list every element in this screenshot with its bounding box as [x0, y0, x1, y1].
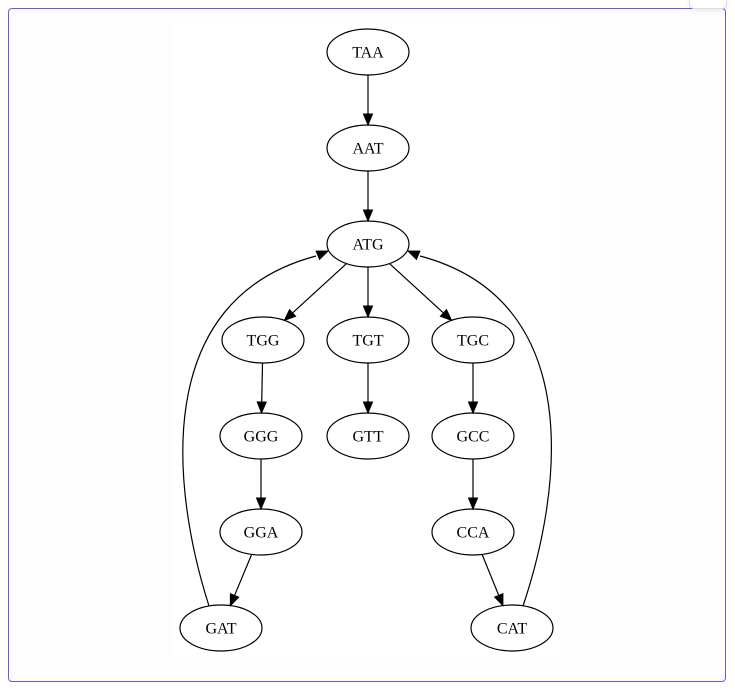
- node-label: GTT: [352, 429, 383, 446]
- edge-line: [481, 554, 500, 596]
- node-ellipse: [326, 124, 410, 172]
- node-ggg[interactable]: GGG: [219, 412, 303, 460]
- node-cat[interactable]: CAT: [470, 604, 554, 652]
- edge-cca-to-cat: [481, 554, 504, 607]
- arrowhead-icon: [362, 209, 374, 223]
- arrowhead-icon: [362, 113, 374, 127]
- edge-tgt-to-gtt: [362, 363, 374, 415]
- edge-atg-to-tgg: [283, 263, 347, 322]
- arrowhead-icon: [255, 497, 267, 511]
- arrowhead-icon: [283, 308, 297, 322]
- node-label: TGT: [352, 333, 383, 350]
- edge-line: [292, 263, 347, 314]
- node-taa[interactable]: TAA: [326, 28, 410, 76]
- edge-line: [419, 255, 553, 607]
- node-label: TGG: [247, 333, 280, 350]
- arrowhead-icon: [467, 497, 479, 511]
- arrowhead-icon: [362, 305, 374, 319]
- node-ellipse: [470, 604, 554, 652]
- edge-line: [261, 362, 264, 403]
- arrowhead-icon: [406, 250, 421, 261]
- node-cca[interactable]: CCA: [431, 508, 515, 556]
- arrowhead-icon: [439, 308, 453, 322]
- node-label: GCC: [457, 429, 490, 446]
- edge-line: [234, 554, 253, 596]
- edge-ggg-to-gga: [255, 459, 267, 511]
- node-ellipse: [431, 412, 515, 460]
- edge-atg-to-tgt: [362, 267, 374, 319]
- node-gat[interactable]: GAT: [179, 604, 263, 652]
- edge-aat-to-atg: [362, 171, 374, 223]
- edge-tgc-to-gcc: [467, 363, 479, 415]
- node-label: ATG: [352, 237, 384, 254]
- edge-line: [389, 263, 444, 314]
- node-label: CAT: [497, 621, 527, 638]
- node-ellipse: [326, 412, 410, 460]
- edge-tgg-to-ggg: [256, 362, 267, 415]
- node-ellipse: [326, 28, 410, 76]
- edge-cat-to-atg: [406, 250, 553, 607]
- edge-line: [182, 255, 317, 607]
- node-ellipse: [326, 316, 410, 364]
- arrowhead-icon: [256, 401, 267, 415]
- node-label: TAA: [352, 45, 384, 62]
- node-atg[interactable]: ATG: [326, 220, 410, 268]
- node-gga[interactable]: GGA: [219, 508, 303, 556]
- node-label: TGC: [457, 333, 489, 350]
- edge-gga-to-gat: [229, 554, 253, 607]
- node-gtt[interactable]: GTT: [326, 412, 410, 460]
- edge-gat-to-atg: [182, 250, 330, 607]
- node-ellipse: [326, 220, 410, 268]
- node-ellipse: [219, 412, 303, 460]
- edge-atg-to-tgc: [389, 263, 453, 322]
- arrowhead-icon: [467, 401, 479, 415]
- arrowhead-icon: [315, 250, 330, 261]
- graph-canvas: [173, 25, 561, 657]
- arrowhead-icon: [229, 592, 240, 607]
- node-label: GGA: [244, 525, 279, 542]
- edge-taa-to-aat: [362, 75, 374, 127]
- node-tgt[interactable]: TGT: [326, 316, 410, 364]
- node-gcc[interactable]: GCC: [431, 412, 515, 460]
- node-ellipse: [221, 316, 305, 364]
- node-ellipse: [219, 508, 303, 556]
- arrowhead-icon: [493, 592, 504, 607]
- node-tgg[interactable]: TGG: [221, 316, 305, 364]
- node-aat[interactable]: AAT: [326, 124, 410, 172]
- node-label: AAT: [352, 141, 383, 158]
- node-label: GAT: [205, 621, 236, 638]
- node-ellipse: [179, 604, 263, 652]
- node-tgc[interactable]: TGC: [431, 316, 515, 364]
- node-label: GGG: [244, 429, 279, 446]
- node-ellipse: [431, 508, 515, 556]
- edge-gcc-to-cca: [467, 459, 479, 511]
- arrowhead-icon: [362, 401, 374, 415]
- node-label: CCA: [457, 525, 490, 542]
- panel-corner-tab: [689, 0, 727, 9]
- node-ellipse: [431, 316, 515, 364]
